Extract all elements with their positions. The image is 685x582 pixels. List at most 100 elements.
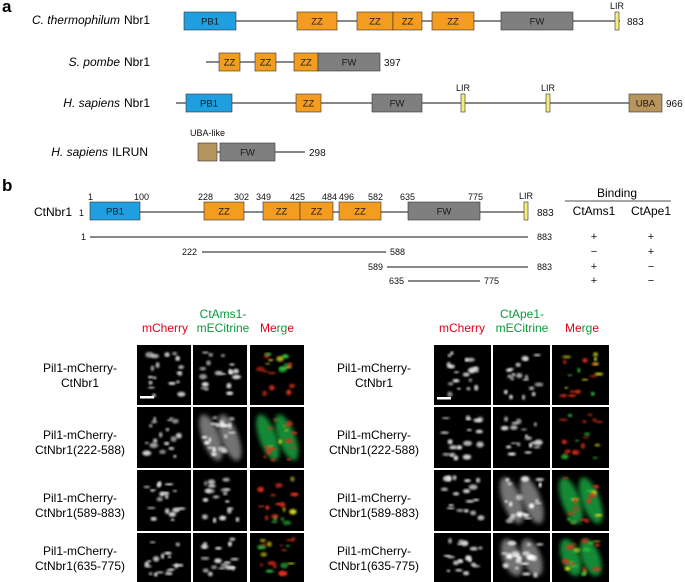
sp-zz2-domain: [254, 52, 277, 72]
binding-header: Binding: [597, 186, 637, 200]
ct-zz4-domain: [431, 11, 475, 31]
fragment-end: 588: [390, 247, 405, 257]
ct-protein-label: Nbr1: [124, 13, 150, 27]
right-micrograph-tile: [552, 407, 609, 468]
ilrun-uba-like-domain: [197, 142, 218, 162]
fragment-end: 775: [484, 276, 499, 286]
scale-bar: [140, 396, 154, 399]
pos-label: 302: [234, 192, 249, 202]
ctnbr1-end-number: 883: [537, 208, 554, 219]
sp-protein-label: Nbr1: [124, 55, 150, 69]
hs-lir2-label: LIR: [541, 83, 556, 93]
hs-fw-text: FW: [390, 99, 405, 110]
hs-uba-text: UBA: [636, 99, 656, 110]
right-mecitrine-header-top: CtApe1-: [500, 307, 544, 321]
ct-fw-domain: [500, 11, 574, 31]
panel-a-letter: a: [2, 0, 12, 16]
left-micrograph-tile: [137, 345, 191, 405]
fragment-start: 222: [182, 247, 197, 257]
fragment-start: 1: [81, 232, 86, 242]
fragment-row: 222 588 − +: [182, 246, 654, 258]
ct-zz3-domain: [392, 11, 423, 31]
left-micrograph-tile: [250, 345, 304, 405]
hs-ilrun-diagram: H. sapiens ILRUN UBA-like FW 298: [51, 128, 326, 162]
pos-label: 635: [400, 192, 415, 202]
ctnbr1-fw-domain: [407, 201, 481, 221]
hs-nbr1-diagram: H. sapiens Nbr1 PB1 ZZ FW LIR LIR UBA 96…: [63, 83, 683, 113]
ctnbr1-zz4-domain: [338, 201, 382, 221]
hs-lir1-label: LIR: [456, 83, 471, 93]
right-micrograph-tile: [434, 407, 491, 468]
pos-label: 228: [198, 192, 213, 202]
hs-uba-domain: [628, 93, 663, 113]
ctnbr1-domain-map: CtNbr1 1 PB1 ZZ ZZ ZZ ZZ FW LIR 883 1 10…: [34, 191, 554, 221]
left-mecitrine-header-top: CtAms1-: [200, 307, 247, 321]
left-micrograph-tile: [137, 407, 191, 468]
pos-label: 100: [134, 192, 149, 202]
hs-zz-domain: [295, 93, 322, 113]
fragment-start: 635: [389, 276, 404, 286]
left-merge-header: Merge: [260, 321, 294, 335]
pos-label: 496: [339, 192, 354, 202]
left-micrograph-tile: [250, 407, 304, 468]
right-micrograph-tile: [552, 533, 609, 582]
sp-zz3-text: ZZ: [300, 58, 312, 69]
hs-pb1-text: PB1: [200, 99, 218, 110]
ct-zz4-text: ZZ: [447, 17, 459, 28]
ctnbr1-name: CtNbr1: [34, 205, 72, 219]
ct-pb1-text: PB1: [201, 17, 219, 28]
scale-bar: [437, 397, 451, 400]
ilrun-fw-domain: [219, 142, 276, 162]
ct-zz1-text: ZZ: [311, 17, 323, 28]
hs-lir2-motif: [545, 93, 551, 113]
pos-label: 425: [290, 192, 305, 202]
ct-species-label: C. thermophilum: [32, 13, 120, 27]
row-label: Pil1-mCherry-CtNbr1(635-775): [329, 544, 419, 573]
left-micrograph-tile: [137, 533, 191, 582]
sp-species-label: S. pombe: [69, 55, 121, 69]
row-label: Pil1-mCherry-CtNbr1(589-883): [35, 491, 125, 520]
left-mecitrine-header-bottom: mECitrine: [197, 321, 250, 335]
ctnbr1-zz3-domain: [299, 201, 334, 221]
row-label: Pil1-mCherry-CtNbr1: [337, 361, 411, 390]
ct-lir-label: LIR: [610, 1, 625, 11]
left-micrograph-tile: [250, 470, 304, 531]
row-label: Pil1-mCherry-CtNbr1(635-775): [35, 544, 125, 573]
hs-fw-domain: [371, 93, 423, 113]
fragment-row: 1 883 + +: [81, 231, 654, 243]
left-micrograph-tile: [250, 533, 304, 582]
fragment-row: 635 775 + −: [389, 275, 654, 287]
fragment-end: 883: [537, 232, 552, 242]
left-row-labels: Pil1-mCherry-CtNbr1 Pil1-mCherry-CtNbr1(…: [35, 361, 125, 573]
right-mcherry-header: mCherry: [439, 321, 485, 335]
ctnbr1-zz1-text: ZZ: [218, 207, 230, 218]
sp-nbr1-diagram: S. pombe Nbr1 ZZ ZZ ZZ FW 397: [69, 52, 401, 72]
right-micrograph-headers: mCherry CtApe1- mECitrine Merge: [439, 307, 599, 335]
row-label: Pil1-mCherry-CtNbr1(222-588): [329, 428, 419, 457]
ctnbr1-pb1-domain: [89, 201, 141, 221]
sp-end-number: 397: [384, 58, 401, 69]
ct-zz3-text: ZZ: [402, 17, 414, 28]
pos-label: 582: [368, 192, 383, 202]
ctnbr1-start-number: 1: [79, 208, 84, 218]
ctnbr1-zz2-text: ZZ: [276, 207, 288, 218]
left-micrograph-tile: [137, 470, 191, 531]
right-row-labels: Pil1-mCherry-CtNbr1 Pil1-mCherry-CtNbr1(…: [329, 361, 419, 573]
sp-fw-domain: [317, 52, 381, 72]
left-micrograph-tile: [193, 533, 247, 582]
right-micrograph-tile: [493, 533, 550, 582]
row-label: Pil1-mCherry-CtNbr1: [43, 361, 117, 390]
left-micrograph-tile: [193, 407, 247, 468]
hs-lir1-motif: [460, 93, 466, 113]
ctnbr1-pb1-text: PB1: [106, 207, 124, 218]
panel-b-letter: b: [2, 176, 12, 195]
sp-zz1-domain: [218, 52, 241, 72]
micrograph-grid: [137, 345, 609, 582]
right-mecitrine-header-bottom: mECitrine: [496, 321, 549, 335]
pos-label: 484: [322, 192, 337, 202]
ctnbr1-zz3-text: ZZ: [311, 207, 323, 218]
binding-col-ctams1: CtAms1: [573, 204, 616, 218]
binding-ctape1-value: −: [648, 261, 654, 273]
ilrun-protein-label: ILRUN: [112, 145, 148, 159]
